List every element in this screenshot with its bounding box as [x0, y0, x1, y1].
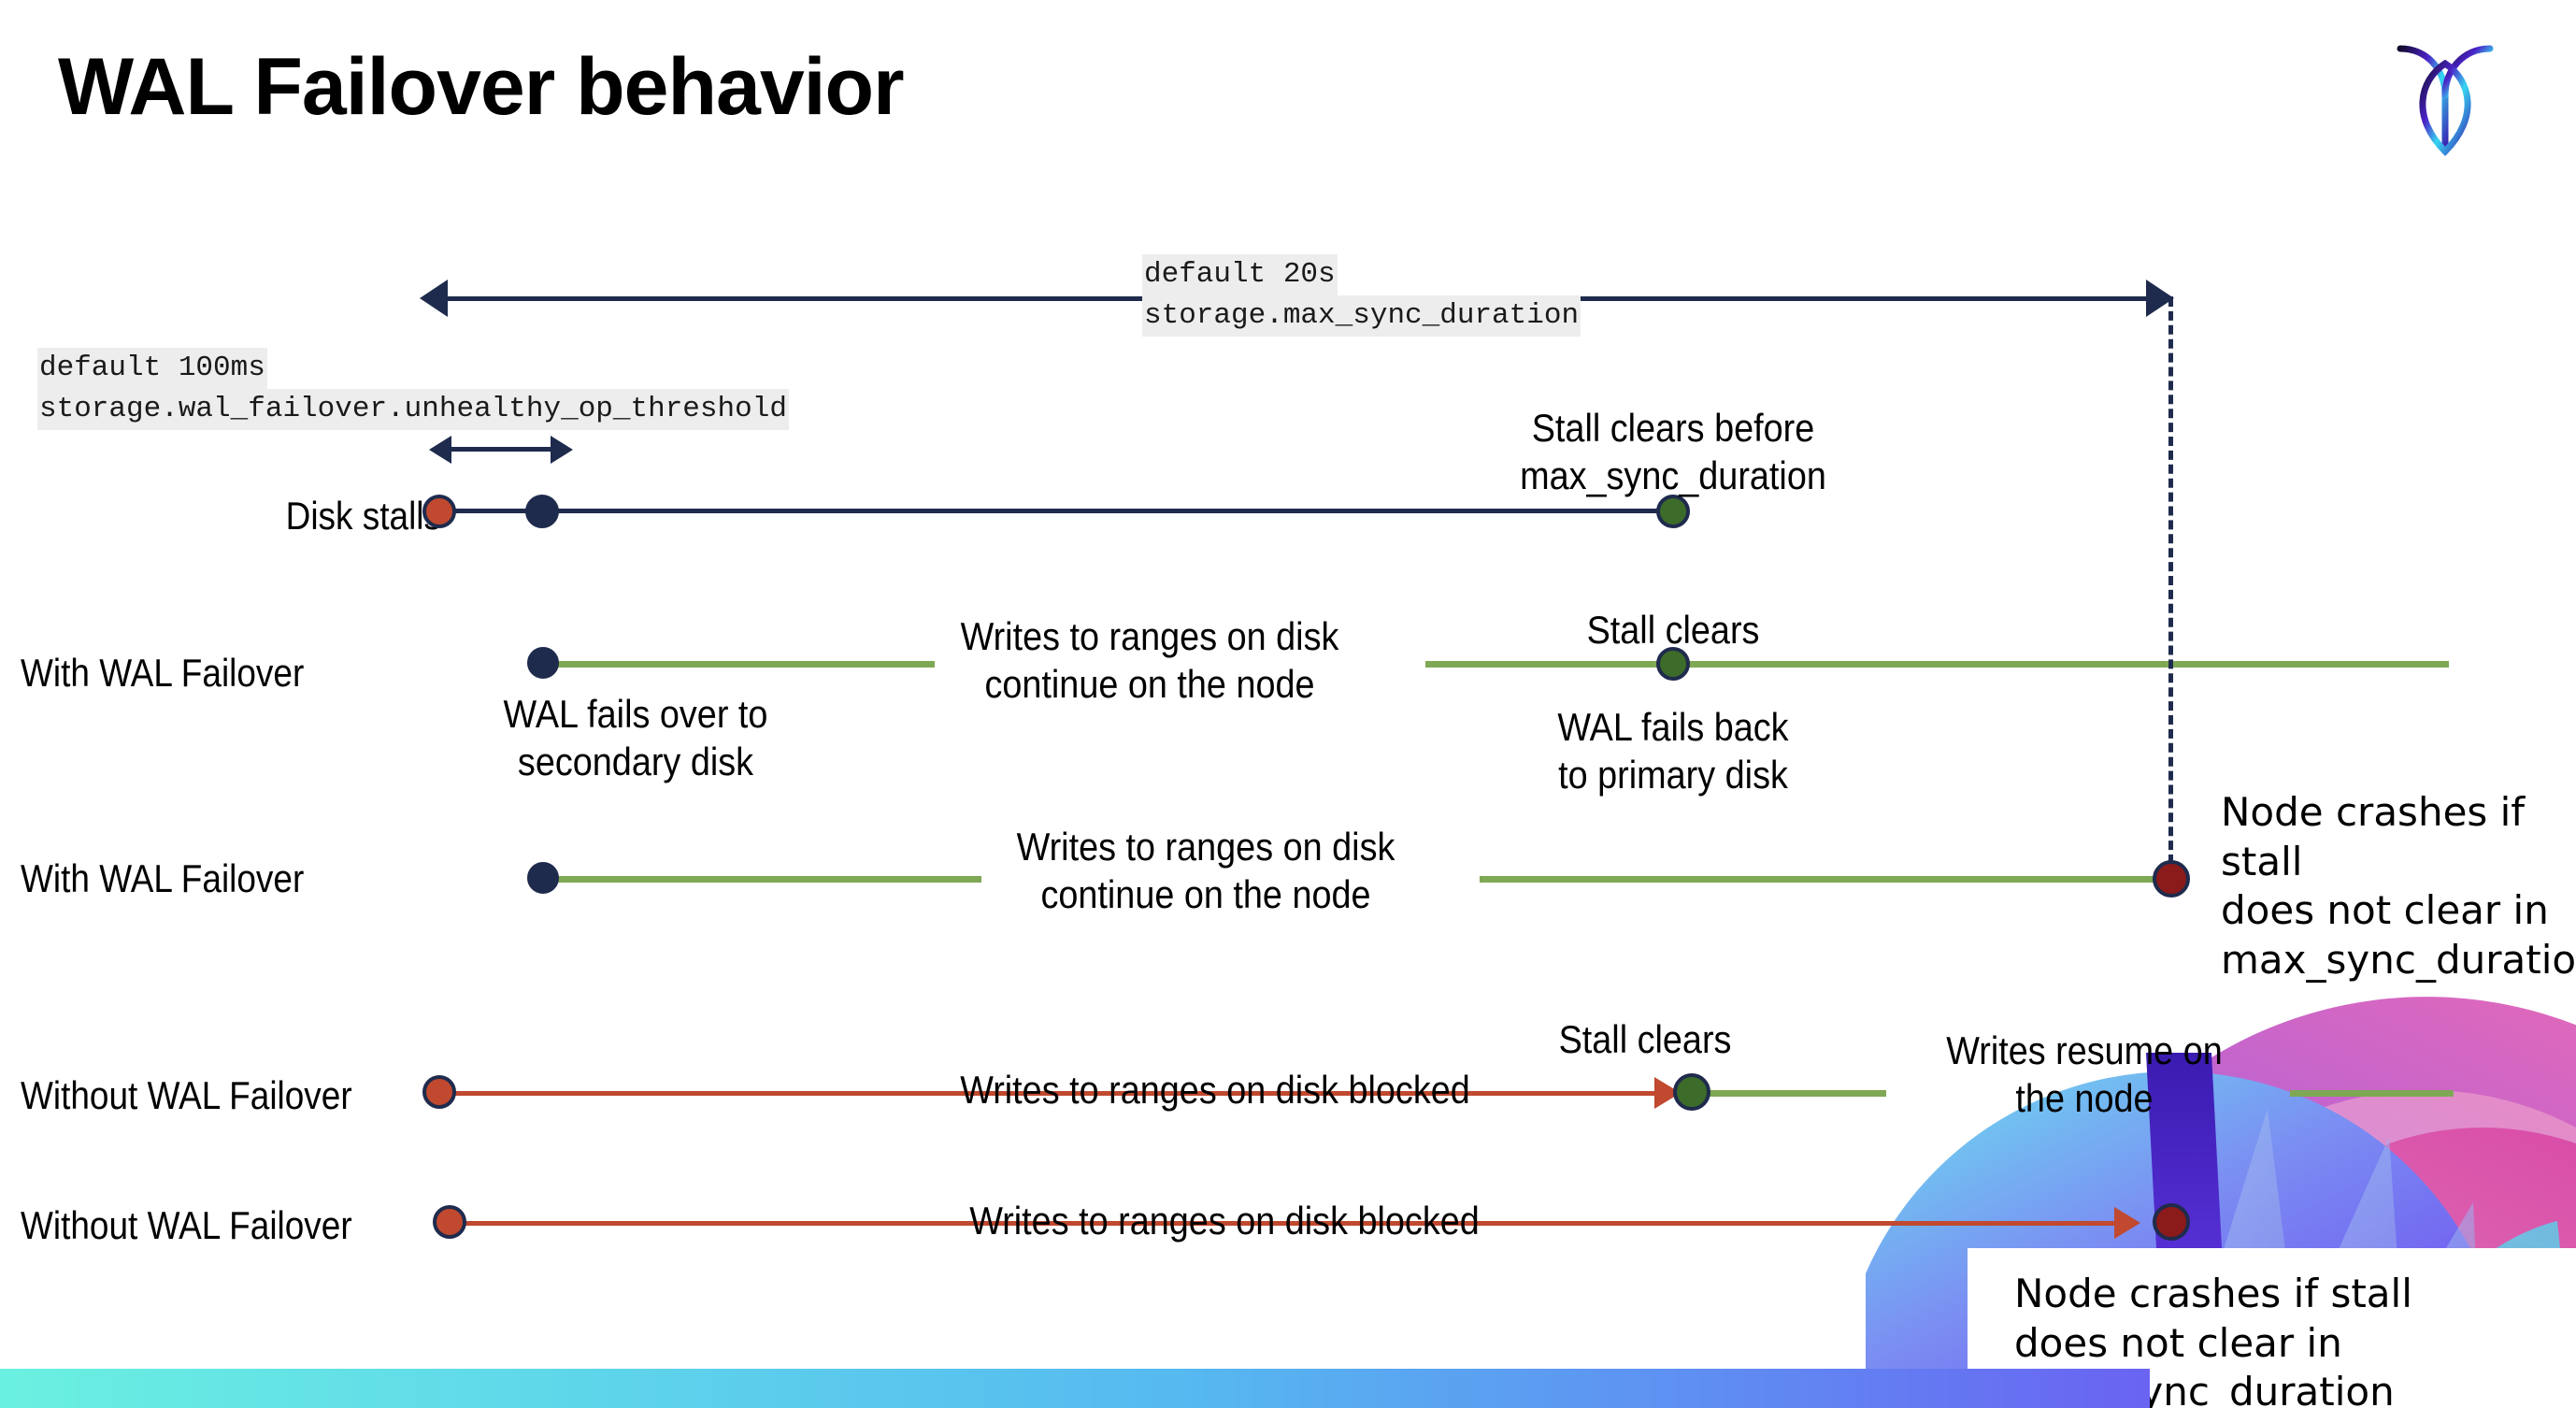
max-sync-duration-setting: default 20s storage.max_sync_duration [1142, 254, 1581, 338]
without-wal-2-blocked-line [463, 1221, 2126, 1226]
wal-failover-1-segment-b [1425, 661, 2449, 668]
without-wal-2-arrowhead-icon [2114, 1207, 2140, 1239]
without-wal-2-start-dot [433, 1205, 466, 1239]
anno-node-crashes-1: Node crashes if stall does not clear in … [2221, 789, 2576, 983]
row-label-with-wal-failover-2: With WAL Failover [21, 856, 305, 900]
disk-stall-clears-dot [1656, 495, 1690, 528]
max-sync-duration-arrow-left-icon [420, 280, 448, 317]
anno-stall-clears-2: Stall clears [1558, 1017, 1732, 1061]
wal-failover-2-segment-b [1480, 876, 2171, 883]
max-sync-duration-default: default 20s [1142, 254, 1338, 296]
anno-wal-fails-over: WAL fails over to secondary disk [503, 692, 768, 784]
without-wal-1-blocked-line [449, 1091, 1682, 1096]
disk-stall-failover-dot [525, 495, 559, 528]
anno-stall-clears-before: Stall clears before max_sync_duration [1520, 406, 1826, 498]
unhealthy-op-threshold-default: default 100ms [37, 348, 267, 390]
unhealthy-op-threshold-name: storage.wal_failover.unhealthy_op_thresh… [37, 389, 789, 431]
wal-failover-1-start-dot [527, 647, 559, 679]
without-wal-1-resume-line-b [2290, 1090, 2454, 1097]
row-label-with-wal-failover-1: With WAL Failover [21, 651, 305, 695]
anno-stall-clears-1: Stall clears [1586, 608, 1760, 652]
anno-wal-fails-back: WAL fails back to primary disk [1557, 705, 1789, 797]
max-sync-duration-dashed-connector [2168, 297, 2173, 864]
bottom-gradient-bar [0, 1369, 2150, 1408]
row-label-without-wal-failover-2: Without WAL Failover [21, 1203, 352, 1247]
anno-writes-blocked-2: Writes to ranges on disk blocked [969, 1199, 1480, 1243]
without-wal-1-clears-dot [1673, 1073, 1710, 1111]
cockroachdb-logo-icon [2389, 28, 2501, 168]
unhealthy-op-threshold-setting: default 100ms storage.wal_failover.unhea… [37, 348, 789, 431]
wal-failover-2-segment-a [542, 876, 981, 883]
disk-stall-start-dot [422, 495, 456, 528]
wal-failover-1-clears-dot [1656, 647, 1690, 681]
unhealthy-threshold-arrow-left-icon [429, 436, 451, 464]
wal-failover-2-start-dot [527, 862, 559, 894]
max-sync-duration-name: storage.max_sync_duration [1142, 295, 1581, 338]
unhealthy-op-threshold-span-line [451, 447, 554, 452]
without-wal-1-resume-line-a [1697, 1090, 1886, 1097]
without-wal-2-crash-dot [2153, 1203, 2190, 1241]
without-wal-1-start-dot [422, 1075, 456, 1109]
anno-writes-resume: Writes resume on the node [1946, 1028, 2223, 1121]
anno-writes-blocked-1: Writes to ranges on disk blocked [960, 1068, 1470, 1112]
wal-failover-1-segment-a [542, 661, 935, 668]
page-title: WAL Failover behavior [58, 42, 905, 132]
disk-stalls-timeline [439, 509, 1673, 513]
unhealthy-threshold-arrow-right-icon [551, 436, 573, 464]
row-label-disk-stalls: Disk stalls [285, 494, 441, 538]
row-label-without-wal-failover-1: Without WAL Failover [21, 1073, 352, 1117]
anno-writes-continue-2: Writes to ranges on disk continue on the… [1016, 825, 1395, 917]
wal-failover-2-crash-dot [2153, 860, 2190, 898]
anno-writes-continue-1: Writes to ranges on disk continue on the… [960, 614, 1339, 707]
